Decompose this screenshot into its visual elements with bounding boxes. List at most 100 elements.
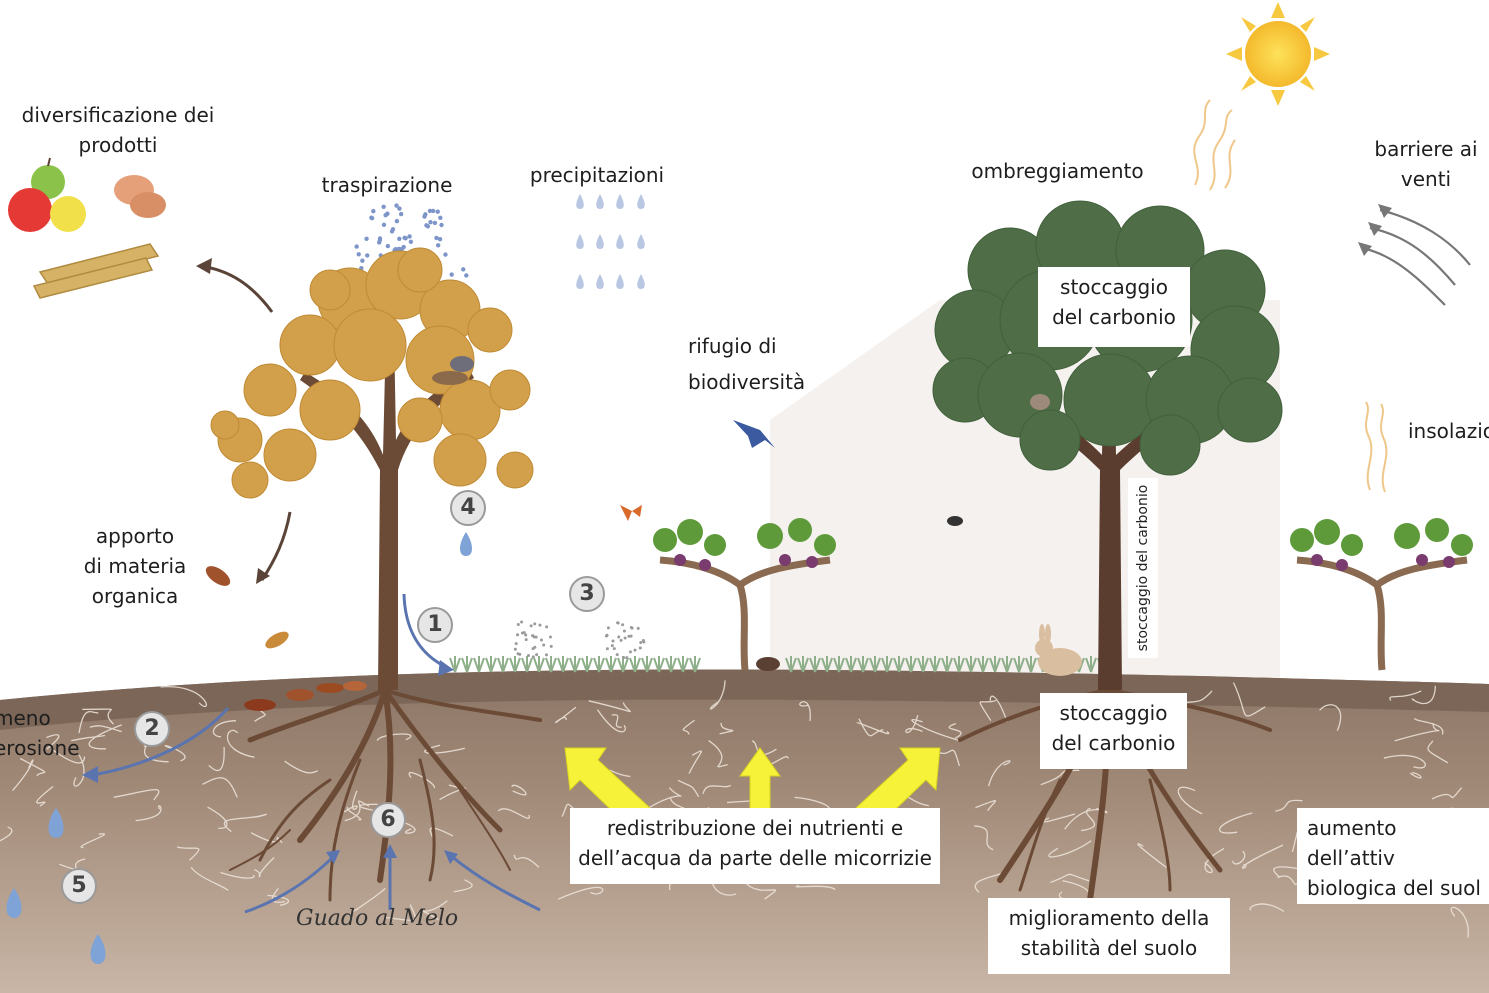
mycorrhiza-filament xyxy=(226,729,255,758)
raindrop xyxy=(576,274,584,289)
grass-tuft xyxy=(977,656,989,673)
grass-tuft xyxy=(1001,656,1013,673)
grass-tuft xyxy=(533,656,545,673)
mist-dot xyxy=(513,647,517,651)
soil-water-drops xyxy=(6,808,106,964)
grass-tuft xyxy=(941,656,953,673)
mycorrhiza-filament xyxy=(974,825,994,851)
grass-tuft xyxy=(569,656,581,673)
mist-dot xyxy=(633,648,637,652)
transpiration-dot xyxy=(427,208,433,214)
carbon-storage-roots-box: stoccaggio del carbonio xyxy=(1040,693,1187,769)
mycorrhiza-filament xyxy=(71,734,106,742)
mycorrhiza-filament xyxy=(1249,903,1285,912)
raindrop xyxy=(616,194,624,209)
mist-dot xyxy=(605,647,609,651)
mycorrhiza-filament xyxy=(1218,812,1253,834)
grass-tuft xyxy=(665,656,677,673)
grass-tuft xyxy=(929,656,941,673)
mist-dot xyxy=(622,656,626,660)
mist-dot xyxy=(604,634,608,638)
mycorrhiza-filament xyxy=(975,800,997,812)
transpiration-dot xyxy=(464,273,469,278)
grass-tuft xyxy=(473,656,485,673)
mist-dot xyxy=(627,634,631,638)
mycorrhiza-filament xyxy=(80,833,106,849)
mycorrhiza-filament xyxy=(641,787,682,813)
mycorrhiza-filament xyxy=(207,806,228,829)
transpiration-dot xyxy=(434,235,439,241)
mist-dot xyxy=(538,623,542,627)
mycorrhiza-filament xyxy=(113,788,160,801)
mist-dot xyxy=(527,653,531,657)
transpiration-dot xyxy=(360,258,365,263)
carbon-storage-canopy-box: stoccaggio del carbonio xyxy=(1038,267,1190,347)
biological-activity-box: aumento dell’attiv biologica del suol xyxy=(1297,808,1489,904)
mist-dot xyxy=(524,633,528,637)
transpiration-dot xyxy=(364,236,369,241)
transpiration-dot xyxy=(365,253,370,258)
grass-tuft xyxy=(893,656,905,673)
mist-dot xyxy=(630,626,634,630)
raindrop xyxy=(596,234,604,249)
raindrop-icon xyxy=(576,194,645,289)
mycorrhiza-filament xyxy=(611,714,622,728)
organic-matter-label: apporto di materia organica xyxy=(83,524,187,608)
mycorrhiza-filament xyxy=(744,881,777,900)
mist-dot xyxy=(533,622,537,626)
sun-icon xyxy=(1226,2,1330,106)
transpiration-dot xyxy=(449,272,454,277)
mycorrhiza-filament xyxy=(937,749,960,767)
transpiration-dot xyxy=(397,236,402,242)
mist-dot xyxy=(612,647,616,651)
grass-tuft xyxy=(821,656,833,673)
transpiration-dot xyxy=(398,211,404,217)
mycorrhiza-filament xyxy=(1231,850,1246,865)
mist-dot xyxy=(617,635,621,639)
mist-dot xyxy=(534,635,538,639)
grass-tuft xyxy=(797,656,809,673)
mycorrhiza-filament xyxy=(1409,771,1422,779)
mycorrhiza-filament xyxy=(557,886,604,900)
mist-dot xyxy=(535,653,539,657)
mist-dot xyxy=(514,642,518,646)
grass-tuft xyxy=(1085,656,1097,673)
mycorrhiza-filament xyxy=(987,760,1011,787)
transpiration-dot xyxy=(443,252,448,257)
mycorrhiza-filament xyxy=(799,701,811,722)
transpiration-dot xyxy=(439,222,444,228)
grass-tuft xyxy=(461,656,473,673)
mist-dot xyxy=(531,655,535,659)
mycorrhiza-filament xyxy=(376,733,412,742)
mycorrhiza-filament xyxy=(89,725,122,733)
mist-dot xyxy=(615,653,619,657)
mycorrhiza-filament xyxy=(1232,682,1266,717)
mycorrhiza-filament xyxy=(858,718,884,737)
mist-dot xyxy=(539,638,543,642)
soil-stability-box: miglioramento della stabilità del suolo xyxy=(988,898,1230,974)
mycorrhiza-filament xyxy=(352,887,386,913)
transpiration-dot xyxy=(394,203,399,208)
harvest-arrow xyxy=(199,264,274,313)
mycorrhiza-filament xyxy=(1389,690,1422,701)
mycorrhiza-filament xyxy=(1427,740,1449,764)
grass-tuft xyxy=(809,656,821,673)
grass-tuft xyxy=(497,656,509,673)
mycorrhiza-filament xyxy=(421,900,448,921)
apple-icon xyxy=(8,157,86,232)
mycorrhiza-filament xyxy=(1050,873,1090,884)
insolation-label: insolazio xyxy=(1408,419,1489,443)
transpiration-dot xyxy=(354,244,359,249)
grass-tuft xyxy=(881,656,893,673)
mist-dot xyxy=(516,622,520,626)
transpiration-dot xyxy=(381,222,387,228)
transpiration-dot xyxy=(371,208,376,214)
grass-tuft xyxy=(629,656,641,673)
mist-dot xyxy=(518,652,522,656)
mycorrhiza-filament xyxy=(1431,787,1463,800)
mist-dot xyxy=(548,635,552,639)
grass-tuft xyxy=(593,656,605,673)
mycorrhiza-filament xyxy=(344,800,370,822)
mycorrhiza-filament xyxy=(682,719,695,735)
grass-tuft xyxy=(641,656,653,673)
